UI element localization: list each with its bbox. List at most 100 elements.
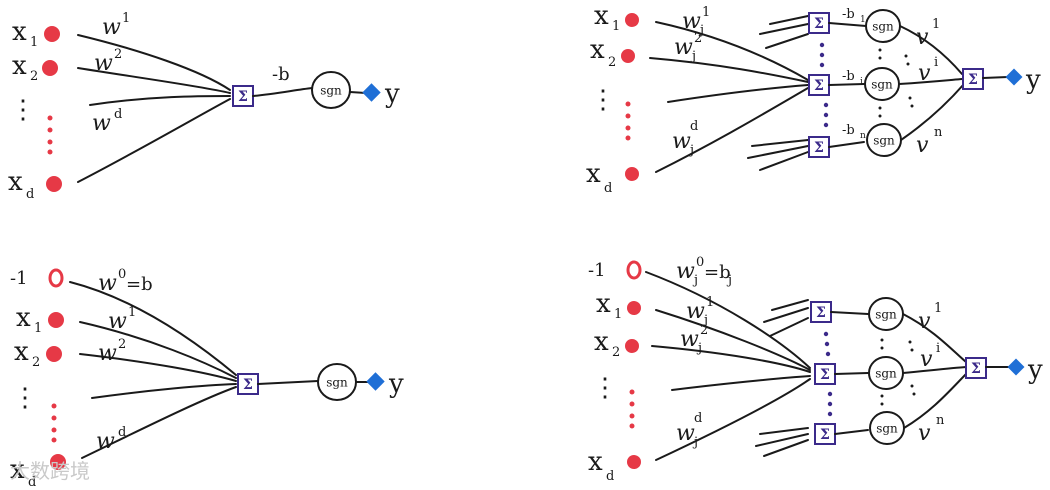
edge-sum-sgn-1: [828, 22, 867, 27]
input-node-x2: [621, 49, 635, 63]
output-node: [366, 372, 385, 391]
input-xd-sub: d: [26, 187, 34, 202]
weight-w1-sub: j: [698, 23, 704, 38]
weight-w2-sup: 2: [700, 323, 708, 338]
edge-out-n: [903, 371, 969, 429]
edge-bias: [645, 271, 811, 369]
weight-w1: w: [686, 299, 705, 324]
bias-bn-sub: n: [860, 131, 866, 141]
weight-w2-sub: j: [696, 341, 702, 356]
weight-w2-sup: 2: [114, 47, 122, 62]
edge-mid: [671, 375, 811, 391]
edge-out-n: [900, 83, 965, 141]
input-x1-label: x: [594, 1, 609, 31]
sgn-label-1: sgn: [875, 308, 897, 322]
weight-w1-sup: 1: [706, 295, 714, 310]
weight-wd: w: [96, 429, 115, 454]
input-x1-label: x: [596, 289, 611, 319]
input-xd-sub: d: [28, 475, 36, 490]
weight-w2: w: [674, 35, 693, 60]
out-weight-vi: v: [920, 347, 933, 372]
weight-wd-sup: d: [118, 425, 126, 440]
input-x1-label: x: [16, 303, 31, 333]
bias-bn: -b: [842, 123, 855, 138]
input-xd-sub: d: [604, 181, 612, 196]
edge-sum-sgn-n: [834, 429, 869, 435]
input-x2-label: x: [12, 51, 27, 81]
out-weight-vi: v: [918, 61, 931, 86]
edge-xd: [655, 87, 809, 173]
weight-wd: w: [672, 129, 691, 154]
panel-bottom-right: -1 w j 0 =b j x 1 x 2 ⋮ x d w j 1 w j 2 …: [588, 255, 1043, 484]
input-x2-label: x: [14, 337, 29, 367]
weight-w2: w: [680, 327, 699, 352]
input-dots: [629, 389, 635, 395]
sgn-label-n: sgn: [873, 134, 895, 148]
out-weight-vi-sup: i: [936, 341, 940, 356]
bias-input-label: -1: [10, 268, 28, 289]
bias-weight-sub: j: [692, 273, 698, 288]
edge-stub: [771, 299, 809, 311]
bias-weight: w: [98, 271, 117, 296]
bias-input-node: [626, 260, 642, 280]
edge-x2: [649, 57, 809, 83]
input-x2-sub: 2: [32, 355, 40, 370]
sgn-label: sgn: [320, 84, 342, 98]
output-sum-symbol: Σ: [968, 72, 978, 88]
edge-xd: [655, 378, 811, 461]
output-y: y: [1027, 355, 1043, 385]
output-node: [362, 83, 381, 102]
weight-w1: w: [102, 15, 121, 40]
input-dots: [51, 403, 57, 409]
weight-w2-sup: 2: [118, 337, 126, 352]
edge-sum-sgn-i: [828, 83, 865, 86]
input-x1-label: x: [12, 17, 27, 47]
out-weight-v1: v: [918, 309, 931, 334]
edge-x2: [651, 345, 811, 373]
weight-wd-sup: d: [694, 411, 702, 426]
weight-w1: w: [682, 9, 701, 34]
input-node-xd: [627, 455, 641, 469]
out-weight-vn: v: [916, 133, 929, 158]
out-weight-vn-sup: n: [934, 125, 943, 140]
edge-out-1: [902, 313, 967, 363]
input-ellipsis: ⋮: [592, 373, 618, 403]
input-node-x1: [625, 13, 639, 27]
sgn-label-n: sgn: [876, 422, 898, 436]
input-node-x2: [625, 339, 639, 353]
panel-top-right: x 1 x 2 ⋮ x d w j 1 w j 2 w j d: [586, 1, 1041, 196]
bias-weight-eq-sub: j: [726, 273, 732, 288]
input-node-x1: [627, 301, 641, 315]
input-x2-label: x: [590, 35, 605, 65]
edge-xd: [81, 386, 237, 459]
input-x2-label: x: [594, 327, 609, 357]
input-xd-label: x: [10, 455, 25, 485]
input-x2-sub: 2: [608, 55, 616, 70]
input-dots: [625, 101, 631, 107]
edge-xd: [77, 98, 231, 183]
bias-label: -b: [272, 64, 290, 85]
sum-symbol: Σ: [238, 89, 248, 105]
edge-out-i: [898, 78, 963, 85]
sgn-label-i: sgn: [871, 78, 893, 92]
hidden-dots-lower: [823, 102, 829, 108]
out-weight-v1-sup: 1: [932, 17, 940, 32]
input-xd-label: x: [586, 159, 601, 189]
output-y: y: [1025, 65, 1041, 95]
bias-weight-sup: 0: [118, 267, 126, 282]
hidden-sum-n-symbol: Σ: [820, 427, 830, 443]
hidden-dots-lower: [827, 391, 833, 397]
out-weight-v1: v: [916, 25, 929, 50]
bias-bi: -b: [842, 69, 855, 84]
edge-x1: [77, 34, 231, 91]
weight-w1-sup: 1: [128, 305, 136, 320]
output-node: [1005, 68, 1023, 86]
edge-x1: [655, 309, 811, 371]
output-sum: [962, 68, 984, 90]
input-ellipsis: ⋮: [12, 383, 38, 413]
weight-w2-sub: j: [690, 49, 696, 64]
weight-wd: w: [92, 111, 111, 136]
edge-mid: [91, 383, 237, 399]
edge-stub: [769, 15, 809, 25]
weight-w1-sup: 1: [702, 5, 710, 20]
